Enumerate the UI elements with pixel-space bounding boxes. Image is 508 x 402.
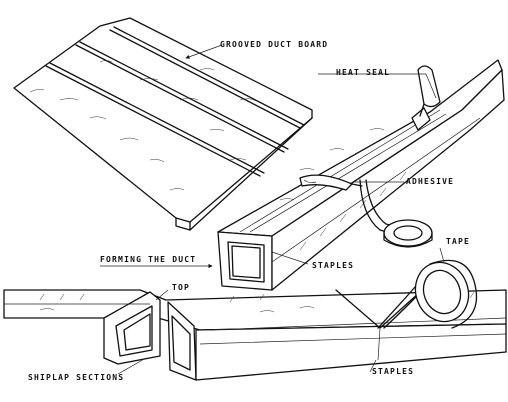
lower-duct <box>3 247 507 381</box>
label-forming-the-duct: FORMING THE DUCT <box>100 255 197 264</box>
label-heat-seal: HEAT SEAL <box>336 68 391 77</box>
label-shiplap-sections: SHIPLAP SECTIONS <box>28 373 125 382</box>
label-staples-upper: STAPLES <box>312 261 355 270</box>
upper-duct <box>217 59 505 291</box>
label-tape: TAPE <box>446 237 471 246</box>
label-top: TOP <box>172 283 191 292</box>
label-grooved-duct-board: GROOVED DUCT BOARD <box>220 40 329 49</box>
grooved-duct-board <box>13 17 313 231</box>
label-adhesive: ADHESIVE <box>406 177 455 186</box>
label-staples-lower: STAPLES <box>372 367 415 376</box>
